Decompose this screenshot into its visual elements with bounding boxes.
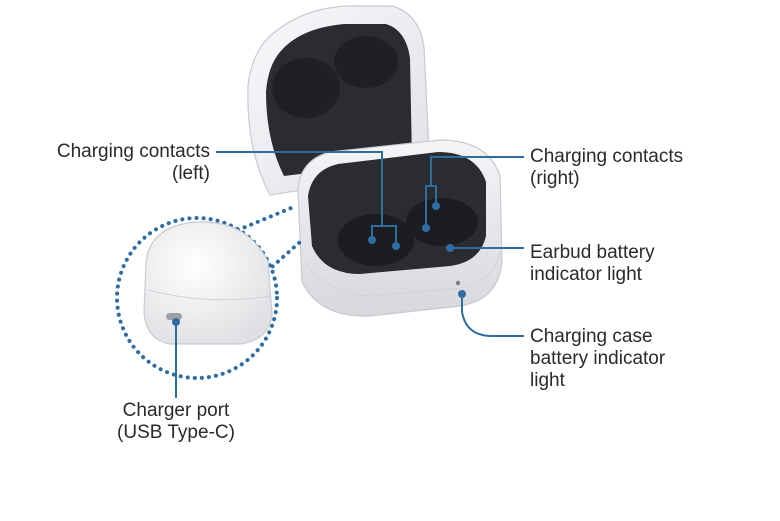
earbud-slot-right xyxy=(406,198,478,246)
contact-right-a-dot xyxy=(432,202,440,210)
callout-line-contacts-left xyxy=(216,151,397,246)
lid-recess-left xyxy=(272,58,340,118)
callout-line-case-light xyxy=(461,294,524,337)
case-light-dot xyxy=(458,290,466,298)
label-line: Charging contacts xyxy=(56,141,210,162)
label-charging-contacts-left: Charging contacts (left) xyxy=(57,141,210,185)
label-earbud-battery-indicator: Earbud battery indicator light xyxy=(530,242,655,286)
label-line: light xyxy=(530,370,565,391)
case-side-view xyxy=(143,221,273,345)
contact-right-b-dot xyxy=(422,224,430,232)
label-line: (USB Type-C) xyxy=(117,422,235,443)
label-charging-contacts-right: Charging contacts (right) xyxy=(530,146,683,190)
label-line: Earbud battery xyxy=(530,242,655,263)
label-line: Charging case xyxy=(530,326,653,347)
callout-line-contacts-right xyxy=(425,156,524,228)
contact-left-b-dot xyxy=(392,242,400,250)
contact-left-a-dot xyxy=(368,236,376,244)
usb-port-icon xyxy=(166,313,182,320)
label-line: Charger port xyxy=(122,400,230,421)
label-line: battery indicator xyxy=(530,348,666,369)
lid-recess-right xyxy=(334,36,398,88)
zoom-detail xyxy=(115,204,302,380)
label-line: indicator light xyxy=(530,264,642,285)
label-charging-case-battery-indicator: Charging case battery indicator light xyxy=(530,326,665,392)
label-line: (right) xyxy=(530,168,580,189)
label-charger-port: Charger port (USB Type-C) xyxy=(96,400,256,444)
case-base xyxy=(297,139,503,317)
label-line: Charging contacts xyxy=(530,146,684,167)
case-lid xyxy=(247,5,431,196)
case-led-dot xyxy=(455,280,461,286)
earbud-light-dot xyxy=(446,244,454,252)
charger-port-dot xyxy=(172,318,180,326)
label-line: (left) xyxy=(172,163,210,184)
